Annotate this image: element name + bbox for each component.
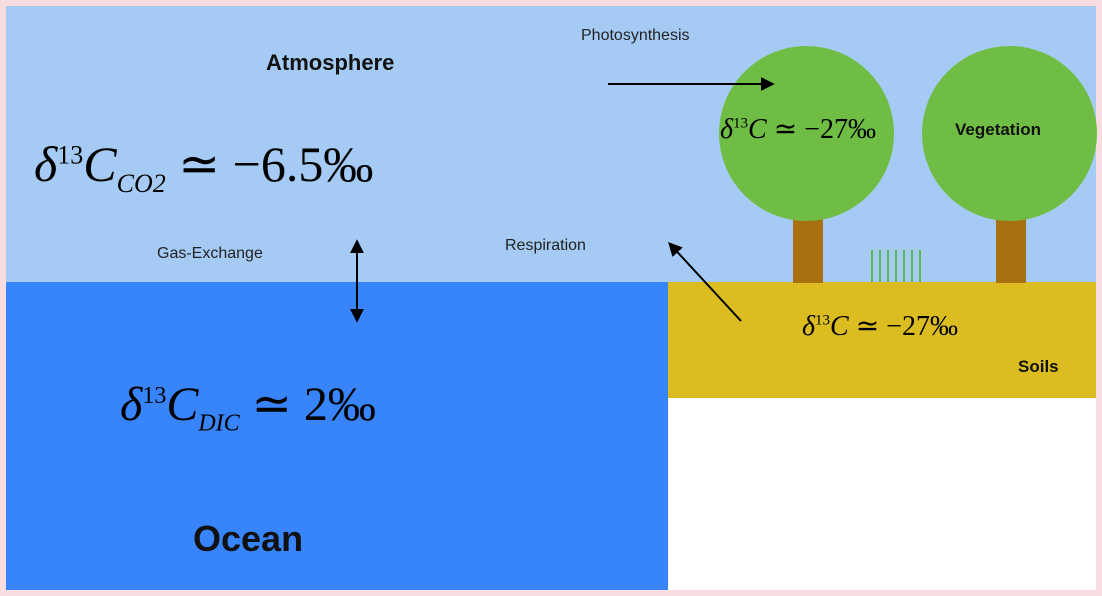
approx-symbol: ≃ — [855, 311, 880, 342]
blank-area — [668, 398, 1096, 590]
soils-isotope-equation: δ13C ≃ −27‰ — [802, 309, 958, 343]
soils-region — [668, 282, 1096, 398]
species-subscript: CO2 — [116, 169, 166, 198]
element-symbol: C — [830, 311, 849, 342]
ocean-label: Ocean — [193, 518, 304, 559]
isotope-value: −27‰ — [804, 114, 876, 145]
delta-symbol: δ — [120, 378, 143, 431]
atmosphere-isotope-equation: δ13CCO2 ≃ −6.5‰ — [34, 135, 373, 199]
gas-exchange-label: Gas-Exchange — [157, 245, 263, 262]
respiration-arrow — [668, 241, 742, 322]
approx-symbol: ≃ — [773, 114, 798, 145]
isotope-value: 2‰ — [303, 378, 376, 431]
isotope-value: −6.5‰ — [232, 136, 374, 192]
delta-symbol: δ — [720, 114, 734, 145]
vegetation-isotope-equation: δ13C ≃ −27‰ — [720, 112, 876, 146]
atmosphere-label: Atmosphere — [266, 50, 395, 75]
approx-symbol: ≃ — [178, 136, 221, 192]
ocean-isotope-equation: δ13CDIC ≃ 2‰ — [120, 376, 376, 438]
isotope-mass: 13 — [57, 140, 84, 170]
soils-label: Soils — [1018, 357, 1059, 376]
delta-symbol: δ — [34, 136, 58, 192]
element-symbol: C — [748, 114, 767, 145]
isotope-mass: 13 — [733, 115, 749, 132]
vegetation-label: Vegetation — [955, 120, 1041, 139]
element-symbol: C — [166, 378, 199, 431]
element-symbol: C — [83, 136, 117, 192]
ocean-region — [6, 282, 669, 590]
isotope-mass: 13 — [142, 383, 167, 409]
photosynthesis-label: Photosynthesis — [581, 27, 690, 44]
tree-canopy-right — [922, 46, 1097, 221]
species-subscript: DIC — [198, 410, 240, 437]
delta-symbol: δ — [802, 311, 816, 342]
atmosphere-region — [6, 6, 1096, 284]
isotope-value: −27‰ — [886, 311, 958, 342]
tree-canopy-left — [719, 46, 894, 221]
approx-symbol: ≃ — [251, 378, 292, 431]
isotope-mass: 13 — [815, 312, 831, 329]
respiration-label: Respiration — [505, 237, 586, 254]
